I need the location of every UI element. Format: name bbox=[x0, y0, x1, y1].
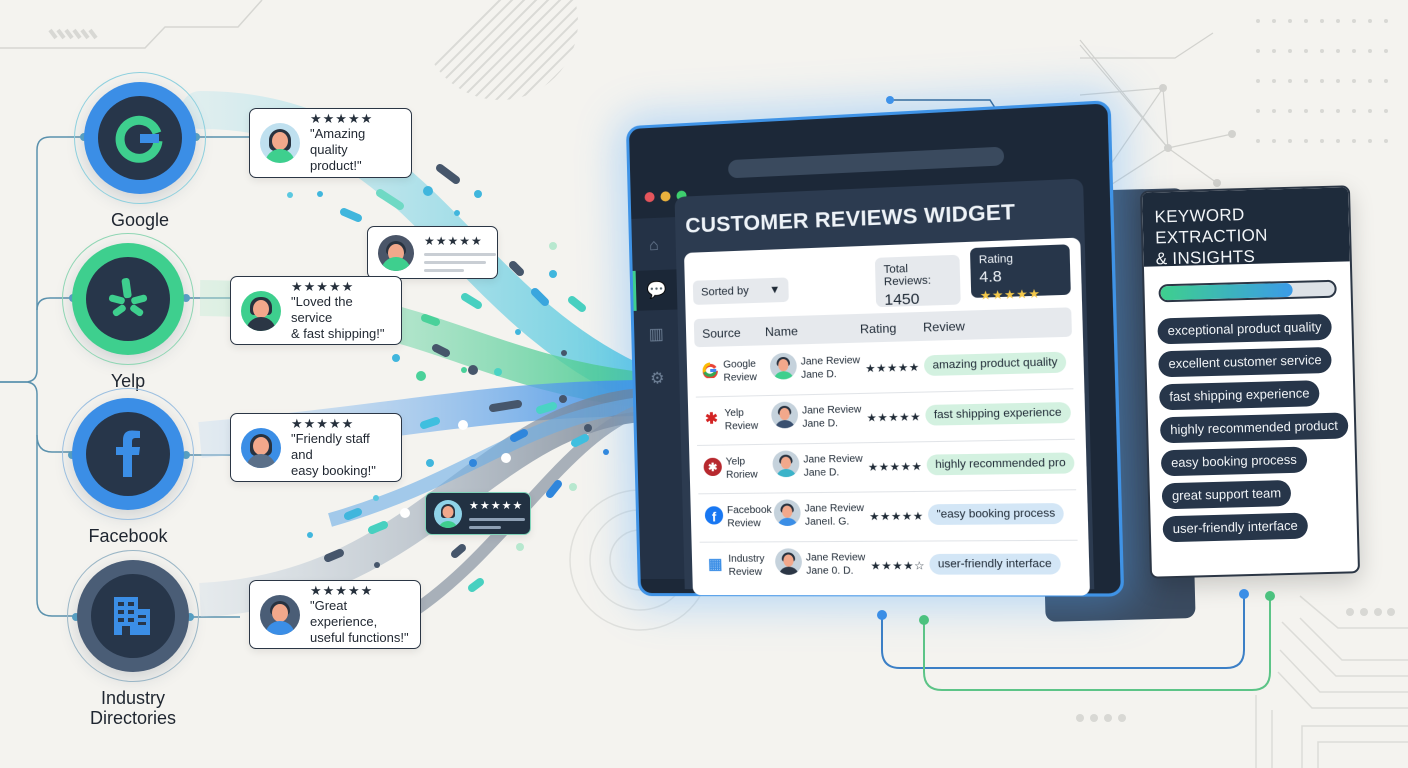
bottom-connectors bbox=[0, 0, 1408, 768]
